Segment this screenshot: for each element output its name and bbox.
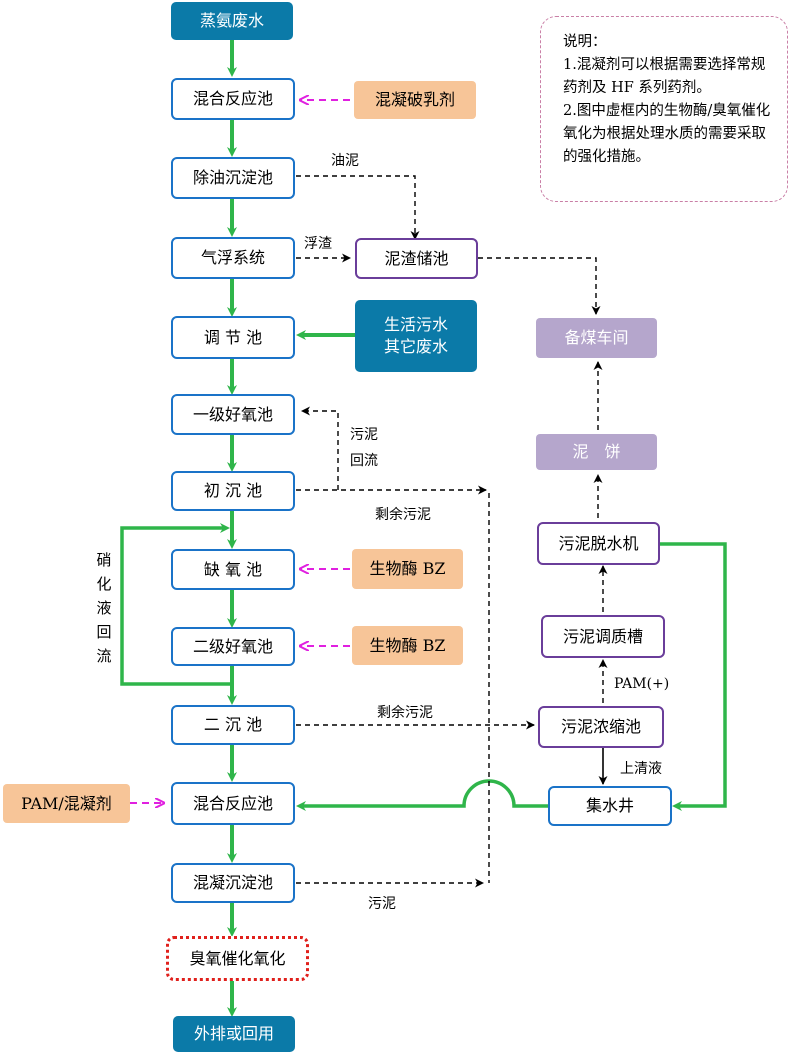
scum-label: 浮渣 bbox=[304, 236, 332, 252]
ozone-oxidation-node: 臭氧催化氧化 bbox=[166, 936, 309, 981]
domestic-sewage-node: 生活污水 其它废水 bbox=[355, 300, 477, 372]
notes-title: 说明： bbox=[563, 34, 607, 50]
sump-node: 集水井 bbox=[548, 786, 672, 826]
coag-settling-node: 混凝沉淀池 bbox=[171, 863, 295, 903]
notes-line-2: 2.图中虚框内的生物酶/臭氧催化氧化为根据处理水质的需要采取的强化措施。 bbox=[563, 103, 771, 165]
sludge-lines bbox=[296, 175, 608, 888]
pam-coagulant-node: PAM/混凝剂 bbox=[3, 784, 130, 823]
enzyme-bz-1-node: 生物酶 BZ bbox=[352, 549, 463, 589]
discharge-reuse-node: 外排或回用 bbox=[173, 1016, 295, 1052]
sludge-scum-tank-node: 泥渣储池 bbox=[355, 238, 478, 279]
regulating-tank-node: 调 节 池 bbox=[171, 316, 295, 359]
primary-aerobic-node: 一级好氧池 bbox=[171, 394, 295, 435]
dosing-arrows bbox=[130, 100, 350, 803]
primary-settling-node: 初 沉 池 bbox=[171, 471, 295, 511]
sludge-dewatering-node: 污泥脱水机 bbox=[537, 522, 660, 565]
supernatant-label: 上清液 bbox=[620, 761, 662, 777]
secondary-aerobic-node: 二级好氧池 bbox=[171, 627, 295, 666]
air-flotation-node: 气浮系统 bbox=[171, 237, 295, 279]
mixing-tank-1-node: 混合反应池 bbox=[171, 78, 295, 120]
domestic-sewage-line-1: 生活污水 bbox=[383, 315, 448, 335]
demulsifier-node: 混凝破乳剂 bbox=[354, 81, 476, 119]
anoxic-tank-node: 缺 氧 池 bbox=[171, 549, 295, 590]
secondary-settling-node: 二 沉 池 bbox=[171, 705, 295, 745]
oil-sludge-line bbox=[296, 175, 420, 240]
oil-removal-tank-node: 除油沉淀池 bbox=[171, 157, 295, 199]
sludge-return-label-2: 回流 bbox=[350, 453, 378, 469]
enzyme-bz-2-node: 生物酶 BZ bbox=[352, 626, 463, 665]
sludge-cake-node: 泥 饼 bbox=[536, 434, 657, 470]
sludge-conditioning-node: 污泥调质槽 bbox=[541, 615, 665, 658]
coal-prep-room-node: 备煤车间 bbox=[536, 318, 657, 358]
nitrification-return-label: 硝化液回流 bbox=[96, 551, 112, 665]
sludge-thickener-node: 污泥浓缩池 bbox=[538, 706, 664, 748]
filtrate-return-line bbox=[660, 542, 727, 811]
scum-to-coal-line bbox=[478, 257, 601, 315]
domestic-sewage-line-2: 其它废水 bbox=[383, 337, 448, 356]
oil-sludge-label: 油泥 bbox=[331, 153, 359, 169]
nitrification-return-loop bbox=[120, 523, 232, 686]
mixing-tank-2-node: 混合反应池 bbox=[171, 782, 295, 825]
notes-line-1: 1.混凝剂可以根据需要选择常规药剂及 HF 系列药剂。 bbox=[563, 57, 766, 96]
sludge-bottom-label: 污泥 bbox=[368, 896, 396, 912]
notes-box: 说明： 1.混凝剂可以根据需要选择常规药剂及 HF 系列药剂。 2.图中虚框内的… bbox=[540, 16, 788, 202]
excess-sludge-label-2: 剩余污泥 bbox=[377, 705, 433, 721]
ammonia-wastewater-node: 蒸氨废水 bbox=[171, 2, 293, 40]
sludge-return-label-1: 污泥 bbox=[350, 427, 378, 443]
excess-sludge-label-1: 剩余污泥 bbox=[375, 507, 431, 523]
pam-plus-label: PAM(+) bbox=[614, 676, 670, 692]
sludge-return-line bbox=[301, 406, 339, 490]
sump-to-mixing-arrow bbox=[296, 779, 548, 811]
